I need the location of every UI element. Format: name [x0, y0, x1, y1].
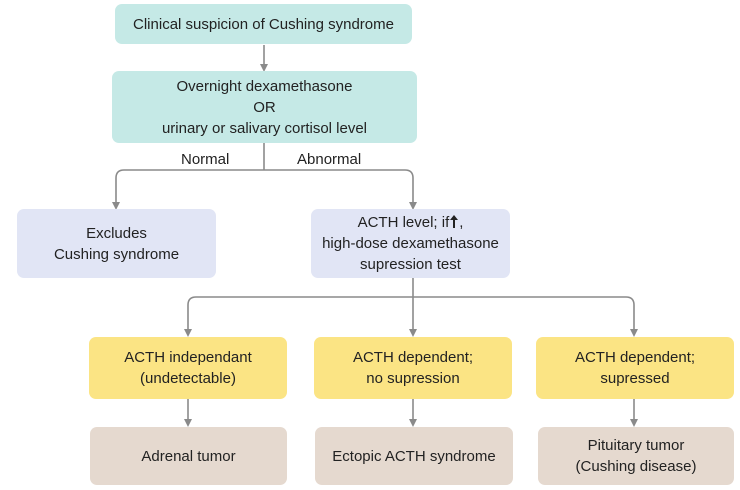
node-acth-level-rest: high-dose dexamethasone supression test	[322, 235, 499, 273]
node-acth-dependent-no-suppression-label: ACTH dependent; no supression	[352, 349, 474, 387]
node-ectopic-acth-label: Ectopic ACTH syndrome	[332, 447, 496, 465]
node-acth-level-label: ACTH level; if, high-dose dexamethasone …	[322, 191, 499, 296]
node-excludes-cushing-label: Excludes Cushing syndrome	[53, 224, 180, 263]
node-excludes-cushing: Excludes Cushing syndrome	[17, 209, 216, 278]
node-screening-test-label: Overnight dexamethasone OR urinary or sa…	[161, 77, 368, 137]
node-screening-test: Overnight dexamethasone OR urinary or sa…	[112, 71, 417, 143]
node-acth-dependent-suppressed: ACTH dependent; supressed	[536, 337, 734, 399]
node-ectopic-acth: Ectopic ACTH syndrome	[315, 427, 513, 485]
node-acth-level: ACTH level; if, high-dose dexamethasone …	[311, 209, 510, 278]
node-acth-dependent-no-suppression: ACTH dependent; no supression	[314, 337, 512, 399]
branch-label-normal: Normal	[181, 151, 230, 168]
node-acth-independent-label: ACTH independant (undetectable)	[124, 349, 252, 387]
node-pituitary-tumor-label: Pituitary tumor (Cushing disease)	[575, 437, 697, 475]
node-acth-level-suffix: ,	[459, 214, 464, 231]
node-adrenal-tumor: Adrenal tumor	[90, 427, 287, 485]
branch-label-abnormal: Abnormal	[297, 151, 362, 168]
connector-acth-right	[413, 296, 638, 337]
node-clinical-suspicion-label: Clinical suspicion of Cushing syndrome	[133, 15, 394, 33]
node-adrenal-tumor-label: Adrenal tumor	[141, 447, 236, 465]
node-acth-dependent-suppressed-label: ACTH dependent; supressed	[574, 349, 696, 387]
node-acth-level-prefix: ACTH level; if	[357, 214, 450, 231]
connector-abnormal	[264, 169, 417, 210]
node-clinical-suspicion: Clinical suspicion of Cushing syndrome	[115, 4, 412, 44]
up-arrow-icon	[450, 213, 459, 228]
connector-normal	[112, 169, 264, 210]
node-pituitary-tumor: Pituitary tumor (Cushing disease)	[538, 427, 734, 485]
node-acth-independent: ACTH independant (undetectable)	[89, 337, 287, 399]
connector-acth-left	[184, 296, 413, 337]
